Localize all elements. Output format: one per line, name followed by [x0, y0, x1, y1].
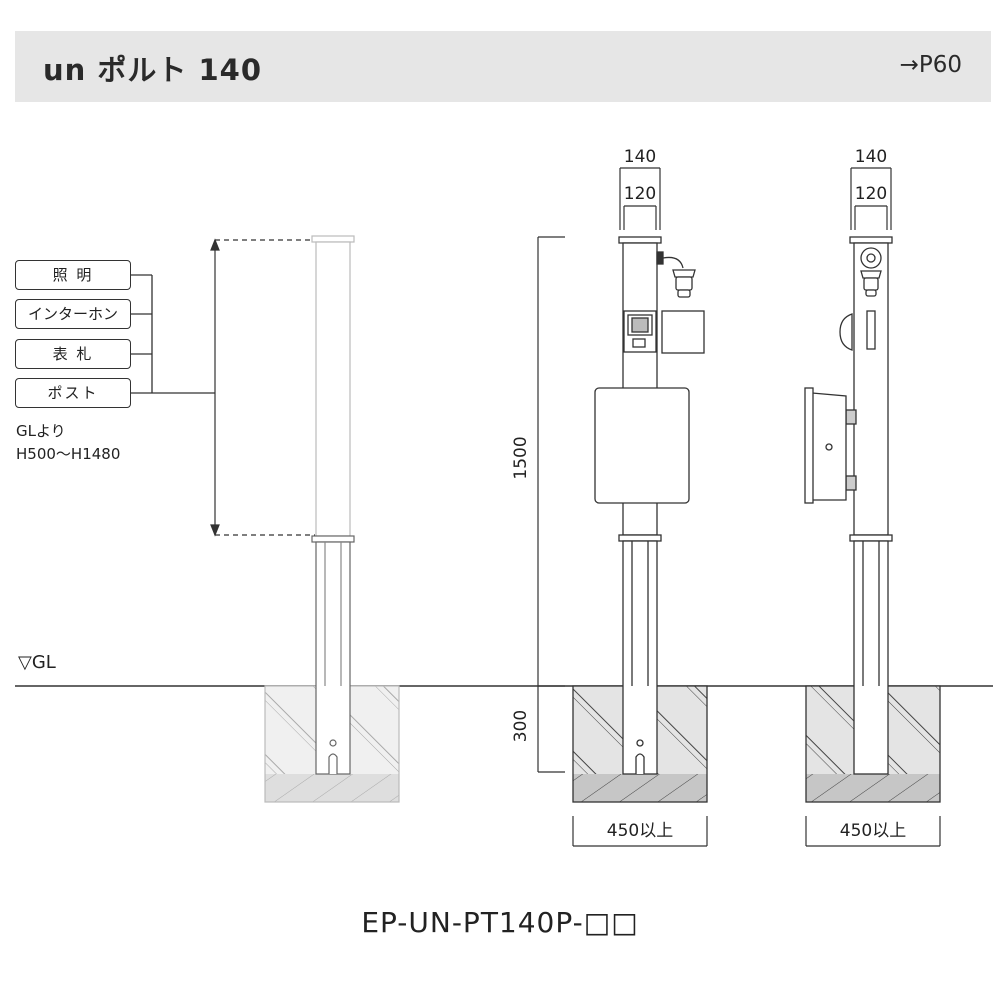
option-tag-nameplate: 表 札: [15, 339, 131, 369]
inner-width-label-right: 120: [855, 184, 887, 204]
header-bar: [15, 31, 991, 102]
width-dimension-right: [850, 167, 892, 230]
page-reference-link[interactable]: →P60: [899, 52, 962, 78]
mailbox-right: [804, 387, 857, 504]
height-note-line2: H500〜H1480: [16, 445, 121, 463]
pole-right: [849, 236, 893, 775]
outer-width-label-middle: 140: [624, 147, 656, 167]
height-dimension-label: 1500: [511, 436, 531, 479]
ground-level-label: ▽GL: [18, 652, 56, 673]
pole-left: [311, 235, 355, 775]
depth-dimension-label: 300: [511, 710, 531, 742]
nameplate-middle: [661, 310, 705, 354]
lamp-right: [860, 247, 882, 297]
lamp-middle: [656, 251, 696, 298]
model-code: EP-UN-PT140P-□□: [361, 906, 639, 939]
page-title: un ポルト 140: [43, 53, 263, 87]
option-tag-intercom: インターホン: [15, 299, 131, 329]
mailbox-middle: [594, 387, 690, 504]
intercom-right: [839, 313, 853, 351]
option-bracket: [131, 274, 215, 394]
foundation-width-dimension: [572, 816, 941, 847]
outer-width-label-right: 140: [855, 147, 887, 167]
option-tag-mailbox: ポスト: [15, 378, 131, 408]
width-dimension-middle: [619, 167, 661, 230]
foundation-width-label-right: 450以上: [840, 821, 906, 841]
inner-width-label-middle: 120: [624, 184, 656, 204]
height-dimension: [537, 236, 565, 773]
intercom-middle: [623, 310, 657, 353]
foundation-width-label-middle: 450以上: [607, 821, 673, 841]
option-tag-lighting: 照 明: [15, 260, 131, 290]
height-note-line1: GLより: [16, 422, 66, 440]
height-range-dimension: [210, 238, 315, 537]
